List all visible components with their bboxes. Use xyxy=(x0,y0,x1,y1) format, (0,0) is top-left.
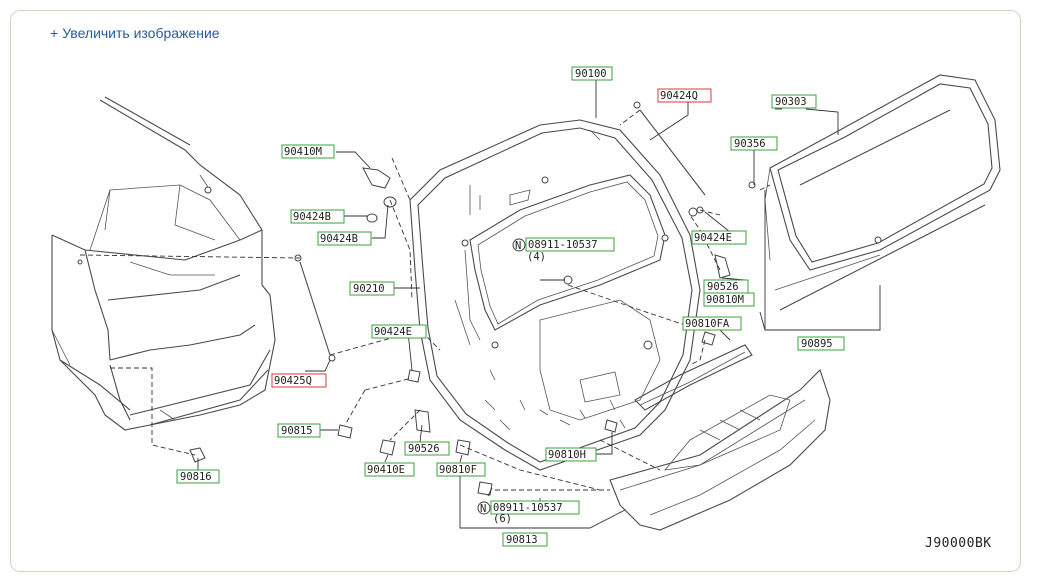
label-90810F: 90810F xyxy=(436,462,486,477)
label-90815: 90815 xyxy=(277,423,321,438)
svg-text:90424E: 90424E xyxy=(374,326,412,338)
label-90210: 90210 xyxy=(349,281,395,296)
label-90813: 90813 xyxy=(502,532,548,547)
vehicle-body-drawing xyxy=(51,96,276,431)
stay-90425Q xyxy=(299,261,331,356)
svg-text:08911-10537: 08911-10537 xyxy=(528,239,598,251)
label-90526-right: 90526 xyxy=(703,279,749,294)
diagram-code: J90000BK xyxy=(925,536,992,551)
svg-text:90526: 90526 xyxy=(707,281,739,293)
svg-text:90815: 90815 xyxy=(281,425,313,437)
label-90356: 90356 xyxy=(730,136,778,151)
svg-text:90895: 90895 xyxy=(801,338,833,350)
label-90526-left: 90526 xyxy=(404,441,450,456)
label-90424B-2: 90424B xyxy=(317,231,372,246)
svg-text:90810H: 90810H xyxy=(548,449,586,461)
rear-glass-drawing xyxy=(764,74,1001,311)
svg-text:90303: 90303 xyxy=(775,96,807,108)
svg-text:08911-10537: 08911-10537 xyxy=(493,502,563,514)
label-90816: 90816 xyxy=(176,469,220,484)
label-90810H: 90810H xyxy=(545,447,597,462)
label-90895: 90895 xyxy=(797,336,845,351)
label-90424E-left: 90424E xyxy=(371,324,427,339)
label-90424B-1: 90424B xyxy=(290,209,345,224)
svg-text:(6): (6) xyxy=(493,513,512,525)
hinge-90410M xyxy=(362,167,391,189)
label-90303: 90303 xyxy=(771,94,817,109)
label-90410M: 90410M xyxy=(281,144,335,159)
svg-text:90424B: 90424B xyxy=(293,211,331,223)
label-90425Q: 90425Q xyxy=(271,373,327,388)
svg-text:90410M: 90410M xyxy=(284,146,322,158)
svg-text:90424E: 90424E xyxy=(694,232,732,244)
leader-lines xyxy=(197,80,881,529)
label-08911-b: N 08911-10537 (6) xyxy=(477,500,580,525)
svg-text:90100: 90100 xyxy=(575,68,607,80)
back-door-drawing xyxy=(409,119,701,471)
label-90410E: 90410E xyxy=(364,462,415,477)
svg-text:90424Q: 90424Q xyxy=(660,90,698,102)
label-90424Q: 90424Q xyxy=(657,88,712,103)
label-90810FA: 90810FA xyxy=(682,316,742,331)
svg-text:90424B: 90424B xyxy=(320,233,358,245)
small-parts xyxy=(189,101,756,496)
bumper-garnish-drawing xyxy=(609,344,831,531)
svg-text:90816: 90816 xyxy=(180,471,212,483)
svg-text:90810FA: 90810FA xyxy=(685,318,730,330)
label-90810M: 90810M xyxy=(703,292,755,307)
zoom-image-link[interactable]: +Увеличить изображение xyxy=(50,25,220,41)
svg-text:90210: 90210 xyxy=(353,283,385,295)
svg-text:90356: 90356 xyxy=(734,138,766,150)
stay-90424Q xyxy=(639,109,706,196)
label-08911-a: N 08911-10537 (4) xyxy=(512,237,615,263)
svg-text:N: N xyxy=(480,503,486,515)
svg-text:90810M: 90810M xyxy=(706,294,744,306)
label-90100: 90100 xyxy=(571,66,613,81)
dashed-callouts xyxy=(79,109,771,491)
svg-text:(4): (4) xyxy=(527,251,546,263)
svg-text:N: N xyxy=(515,240,521,252)
svg-text:90810F: 90810F xyxy=(439,464,477,476)
plus-icon: + xyxy=(50,25,59,41)
svg-text:90425Q: 90425Q xyxy=(274,375,312,387)
svg-text:90526: 90526 xyxy=(408,443,440,455)
label-90424E-right: 90424E xyxy=(691,230,747,245)
svg-text:90813: 90813 xyxy=(506,534,538,546)
zoom-link-label: Увеличить изображение xyxy=(62,25,220,41)
svg-text:90410E: 90410E xyxy=(367,464,405,476)
